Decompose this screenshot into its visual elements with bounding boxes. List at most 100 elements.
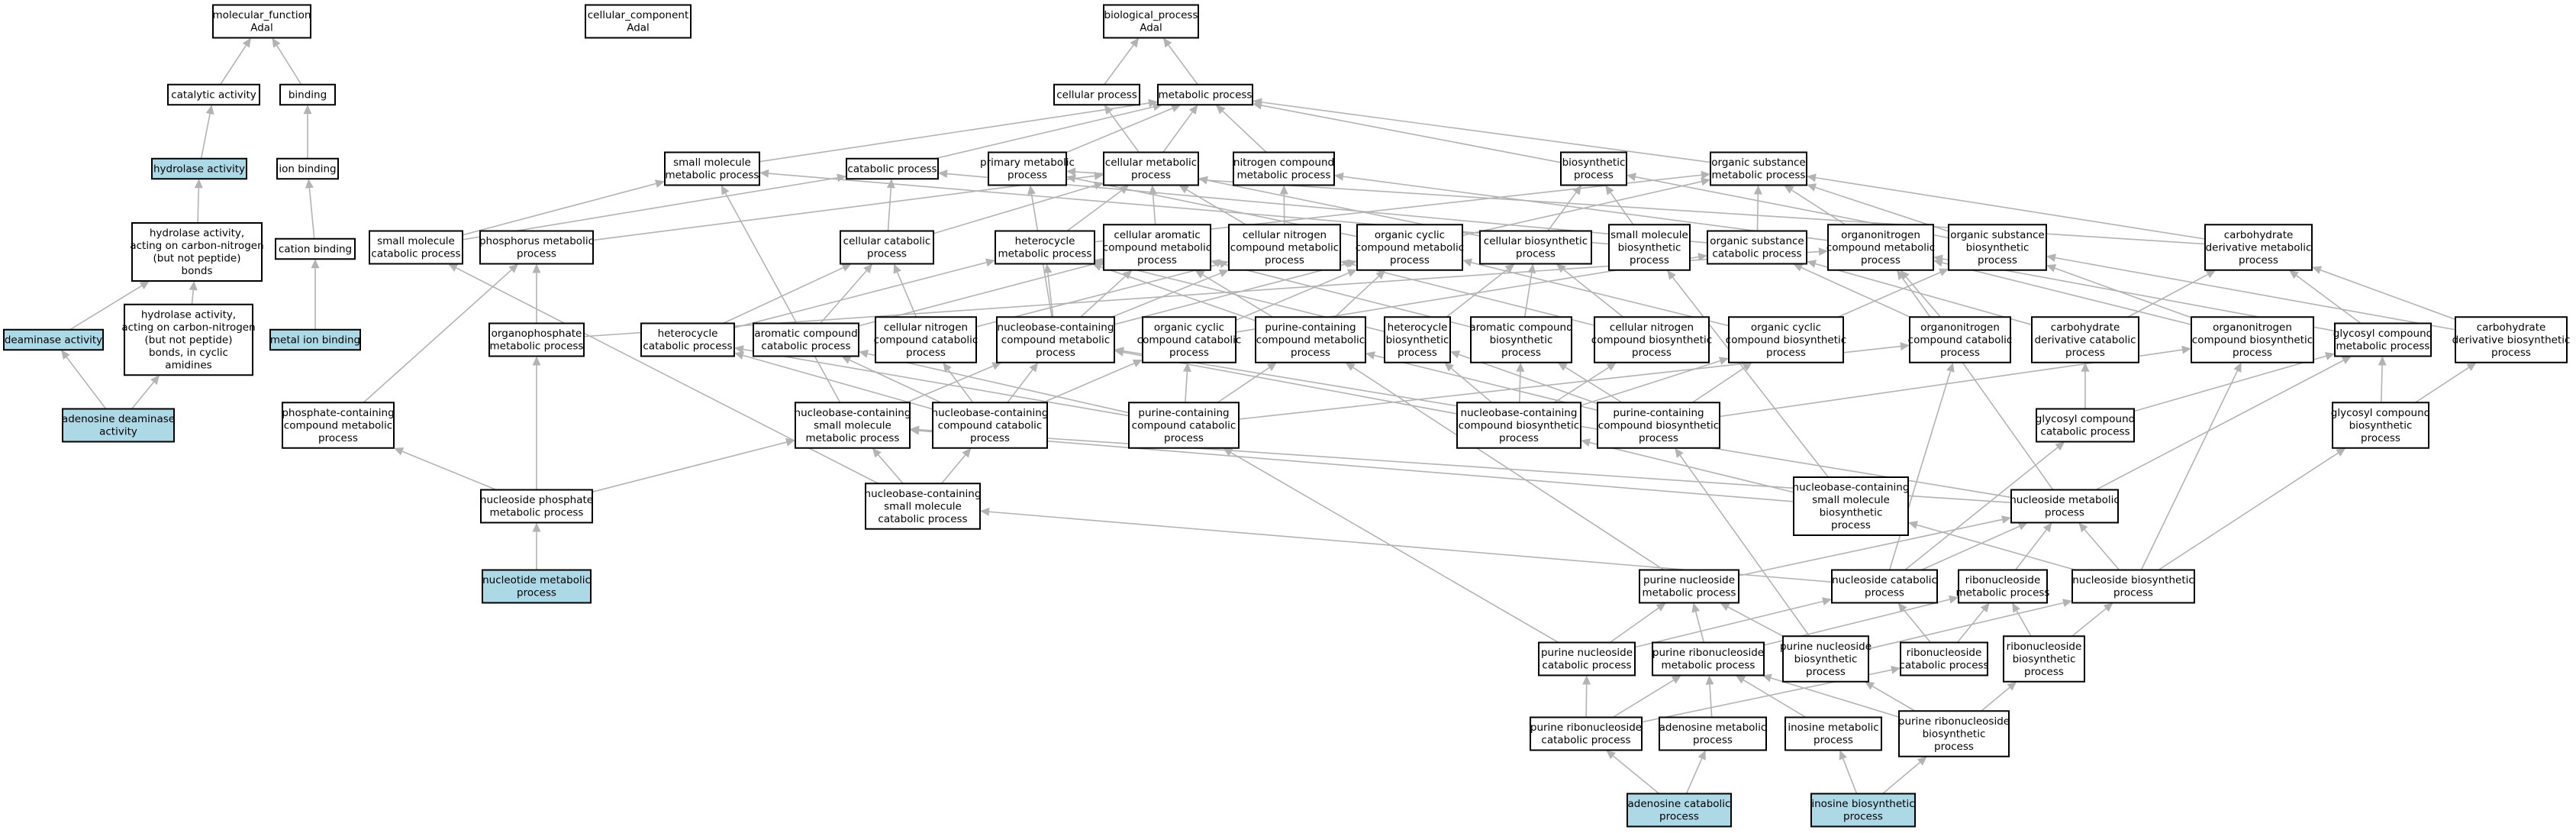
term-label-line: purine nucleoside	[1541, 647, 1633, 659]
term-box	[275, 237, 356, 260]
term-box	[1831, 569, 1938, 604]
arrowhead-icon	[1735, 675, 1746, 684]
arrowhead-icon	[1606, 362, 1617, 371]
term-box	[1255, 316, 1366, 363]
term-box	[753, 322, 859, 357]
term-box	[2191, 316, 2314, 363]
edge-nucbio-to-orgnitrobio	[2140, 370, 2239, 570]
arrowhead-icon	[2017, 522, 2028, 531]
edge-orgcyccat-to-orgcyc	[1235, 272, 1349, 321]
arrowhead-icon	[1938, 268, 1949, 276]
arrowhead-icon	[734, 345, 744, 354]
edge-nbcat-to-cellnitrocat	[947, 369, 974, 403]
arrowhead-icon	[508, 263, 519, 273]
term-box	[1827, 224, 1934, 271]
term-label-line: (but not peptide)	[144, 334, 232, 346]
arrowhead-icon	[1793, 263, 1804, 272]
term-label-line: purine ribonucleoside	[1530, 722, 1642, 734]
arrowhead-icon	[893, 263, 901, 274]
arrowhead-icon	[1132, 359, 1143, 367]
edge-nsphos-to-nbsmall	[592, 441, 787, 493]
arrowhead-icon	[1572, 185, 1582, 195]
arrowhead-icon	[1980, 602, 1990, 613]
term-box	[2010, 489, 2119, 524]
edge-ribnuc-to-nucmetab	[2014, 529, 2047, 570]
edge-orgnitro-to-orgsub	[1791, 189, 1846, 225]
term-box	[865, 483, 981, 530]
term-box	[1470, 316, 1572, 363]
arrowhead-icon	[189, 281, 198, 291]
term-box	[167, 83, 260, 106]
arrowhead-icon	[1462, 258, 1472, 267]
term-box	[2031, 316, 2139, 363]
arrowhead-icon	[1223, 447, 1233, 457]
term-box	[131, 222, 263, 282]
term-node-hydrolase: hydrolase activity	[151, 157, 247, 180]
arrowhead-icon	[1345, 362, 1356, 371]
term-label-line: ion binding	[279, 163, 336, 175]
arrowhead-icon	[2007, 681, 2017, 691]
term-label-line: biosynthetic	[1386, 334, 1449, 346]
edge-purnuc-to-purmetab	[1352, 366, 1665, 571]
term-box	[1356, 224, 1463, 271]
edge-orgnitro-to-nitrogen	[1343, 176, 1829, 241]
edge-phoscont-to-phosmetab	[363, 269, 512, 403]
arrowhead-icon	[1504, 263, 1515, 273]
edge-nbbio-to-orgcycbio	[1580, 360, 1720, 406]
term-label-line: cellular aromatic	[1114, 229, 1200, 241]
edge-orgnitrocat-to-orgsubcat	[1801, 266, 1910, 318]
term-label-line: purine-containing	[1613, 407, 1704, 419]
term-label-line: metabolic process	[1662, 660, 1755, 672]
edge-purbio-to-arombio	[1565, 366, 1623, 403]
term-label-line: purine-containing	[1265, 321, 1356, 334]
edge-hetmetab-to-cellmetab	[1066, 190, 1122, 232]
edge-adenosdeam-to-hydroCNcyc	[131, 382, 155, 410]
edge-purcat-to-hetcat	[743, 348, 1130, 417]
edge-glycbio-to-carbderbio	[2414, 366, 2469, 403]
term-node-catalytic: catalytic activity	[167, 83, 260, 106]
edge-cellnitrocat-to-cellcat	[896, 272, 917, 318]
term-box	[1128, 402, 1240, 449]
term-box	[1233, 151, 1335, 186]
edge-nbsmbio-to-nbbio	[1589, 441, 1794, 493]
arrowhead-icon	[1742, 362, 1752, 372]
term-label-line: process	[1940, 347, 1980, 359]
term-box	[988, 151, 1067, 186]
edge-nsphos-to-phoscont	[401, 450, 497, 491]
term-label-line: process	[1865, 587, 1904, 599]
term-box	[932, 402, 1048, 449]
term-label-line: compound biosynthetic	[1598, 419, 1719, 431]
arrowhead-icon	[1188, 105, 1198, 115]
edge-primary-to-metab	[1066, 108, 1173, 153]
term-box	[640, 322, 735, 357]
term-label-line: bonds, in cyclic	[149, 347, 228, 359]
arrowhead-icon	[272, 37, 281, 48]
term-label-line: nucleoside phosphate	[480, 494, 593, 506]
edge-nbcat-to-orgcyccat	[1043, 363, 1135, 403]
edge-biosyn-to-metab	[1261, 105, 1562, 163]
term-label-line: ribonucleoside	[1907, 647, 1982, 659]
arrowhead-icon	[721, 185, 730, 195]
edge-adencat-to-adenmetab	[1685, 758, 1703, 794]
edge-cellcat-to-cellmetab	[933, 185, 1095, 234]
edge-smallmol-to-metab	[759, 102, 1149, 163]
term-label-line: adenosine metabolic	[1659, 722, 1767, 734]
term-label-line: cellular nitrogen	[1610, 321, 1694, 334]
term-label-line: Adal	[1140, 22, 1162, 34]
arrowhead-icon	[841, 263, 852, 272]
term-label-line: process	[1814, 735, 1853, 747]
term-box	[212, 4, 311, 39]
arrowhead-icon	[1029, 362, 1039, 373]
arrowhead-icon	[61, 350, 70, 360]
term-label-line: carbohydrate	[2051, 321, 2120, 334]
term-label-line: process	[517, 248, 556, 260]
term-box	[1782, 635, 1869, 683]
